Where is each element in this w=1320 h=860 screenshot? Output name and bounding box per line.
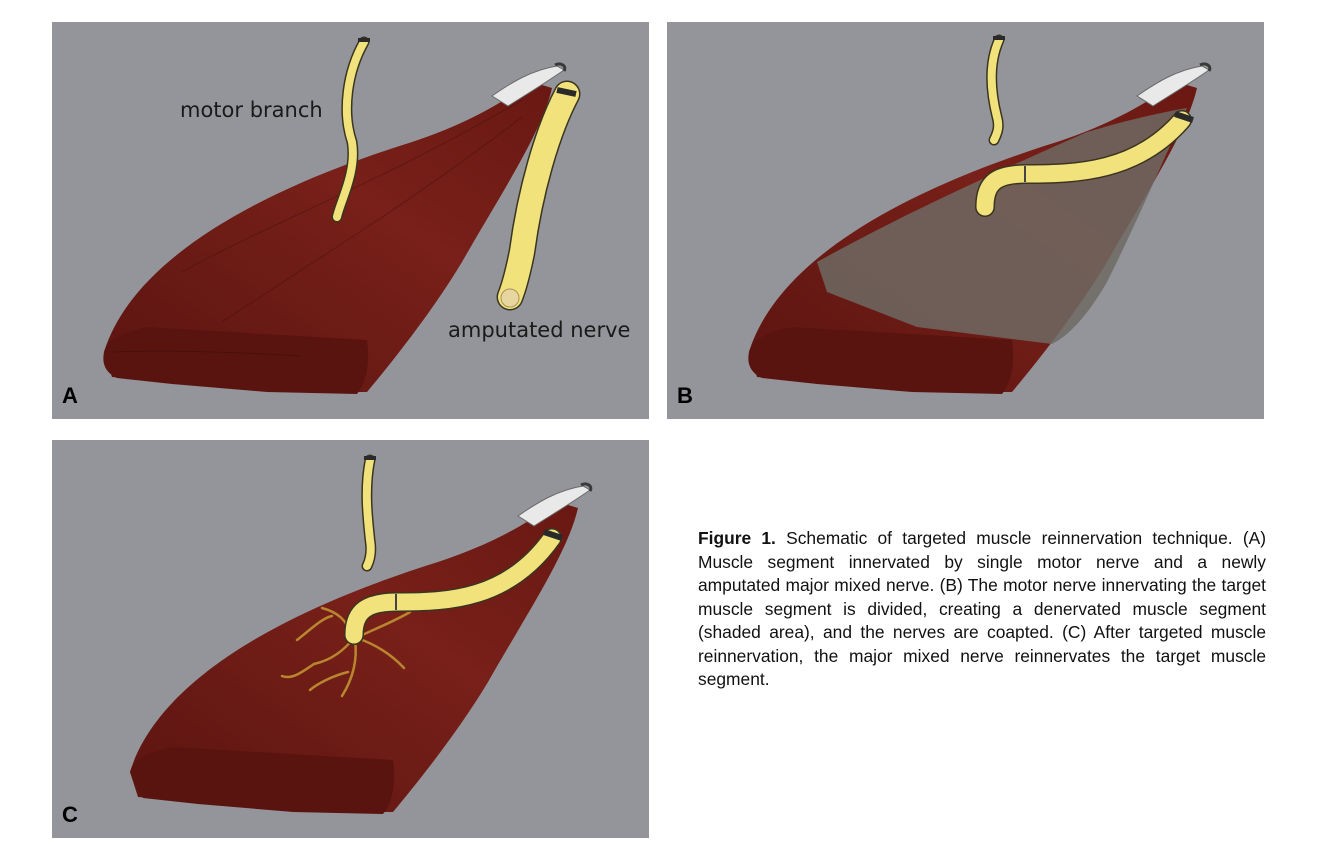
panel-letter-a: A	[62, 383, 78, 408]
panel-b: B	[667, 22, 1264, 419]
tendon	[517, 482, 593, 527]
tendon	[491, 62, 567, 107]
caption-label: Figure 1.	[698, 528, 776, 548]
caption-text: Schematic of targeted muscle reinnervati…	[698, 528, 1266, 689]
muscle	[130, 502, 578, 814]
tendon	[1136, 62, 1212, 107]
panel-c: C	[52, 440, 649, 838]
coapted-nerve	[344, 528, 563, 645]
motor-branch-label: motor branch	[180, 98, 323, 122]
panel-c-illustration	[130, 454, 593, 814]
muscle	[103, 82, 552, 394]
panel-a: motor branch amputated nerve A	[52, 22, 649, 419]
amputated-nerve-label: amputated nerve	[448, 318, 631, 342]
divided-motor-branch	[361, 454, 377, 572]
panel-b-illustration	[748, 34, 1212, 394]
panel-letter-c: C	[62, 802, 78, 827]
panel-letter-b: B	[677, 383, 693, 408]
divided-motor-branch	[986, 34, 1005, 146]
panel-a-illustration	[103, 36, 581, 394]
motor-branch-nerve	[331, 36, 370, 223]
coapted-nerve	[975, 110, 1194, 217]
amputated-nerve	[496, 80, 581, 311]
figure-caption: Figure 1. Schematic of targeted muscle r…	[698, 527, 1266, 692]
